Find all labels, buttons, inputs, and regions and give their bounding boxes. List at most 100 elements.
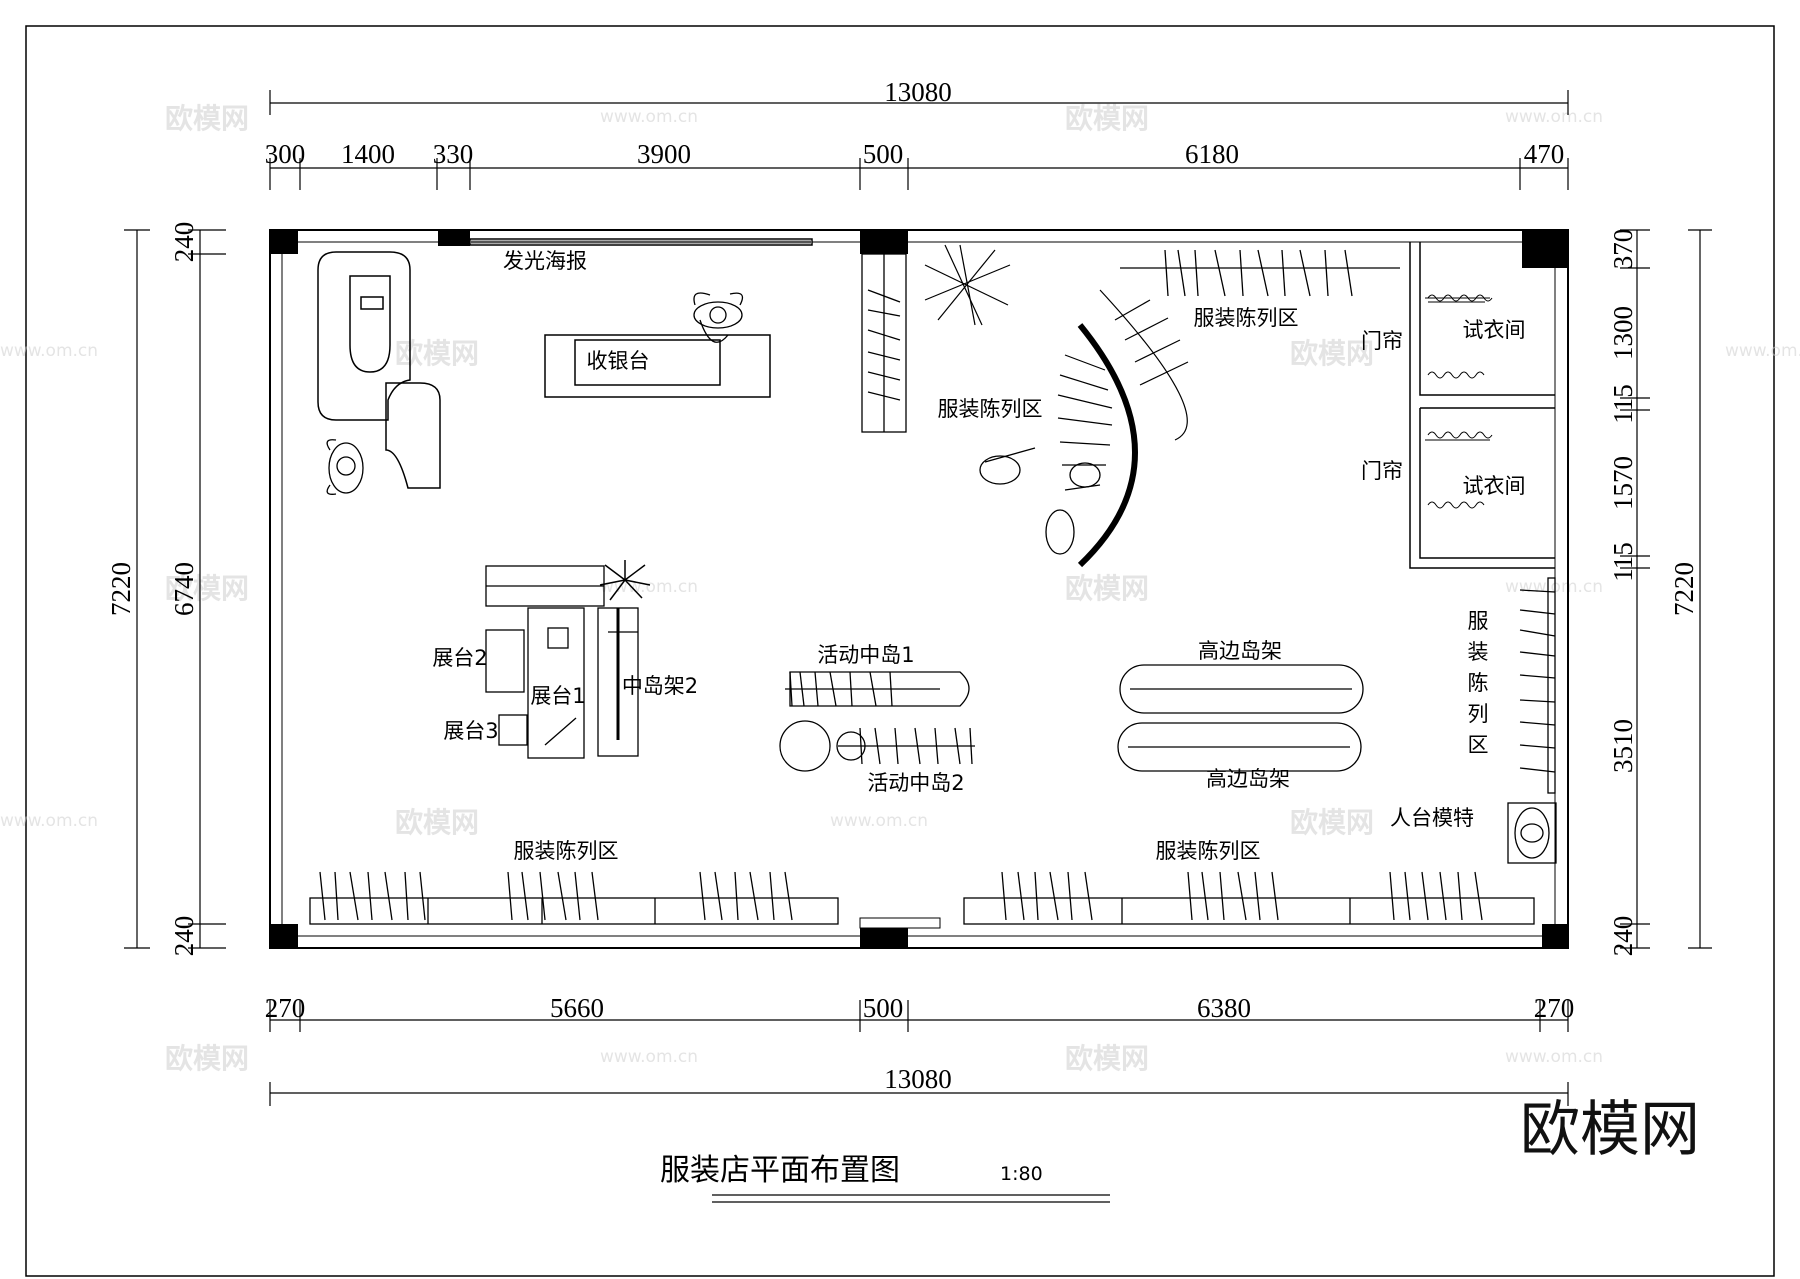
high-island-rack-1	[1119, 664, 1364, 714]
dim-top-seg: 470	[1524, 139, 1565, 169]
dimension-bottom	[269, 1000, 1569, 1106]
label-display-bottom-left: 服装陈列区	[514, 839, 619, 863]
drawing-scale: 1:80	[1000, 1163, 1043, 1185]
label-mobile-island-1: 活动中岛1	[817, 643, 914, 667]
column	[1542, 924, 1568, 948]
dim-bottom-seg: 270	[265, 993, 306, 1023]
label-platform-3: 展台3	[443, 719, 498, 743]
dim-bottom-seg: 6380	[1197, 993, 1251, 1023]
drawing-title: 服装店平面布置图	[660, 1153, 900, 1188]
watermark-text: 欧模网	[165, 572, 249, 605]
palm-plant-icon	[599, 560, 651, 601]
label-mobile-island-2: 活动中岛2	[867, 771, 964, 795]
watermark-url: www.om.cn	[0, 341, 98, 361]
watermark-text: 欧模网	[1065, 572, 1149, 605]
dim-bottom-seg: 5660	[550, 993, 604, 1023]
bottom-right-rack	[963, 871, 1535, 925]
curtain-icon	[1425, 431, 1493, 509]
dim-right-total: 7220	[1669, 562, 1699, 616]
mobile-island-2	[779, 720, 975, 772]
dim-right-seg: 1570	[1608, 456, 1638, 510]
watermark-url: www.om.cn	[600, 577, 698, 597]
dimension-left	[124, 229, 226, 949]
right-vertical-rack	[1519, 577, 1556, 794]
dim-left-seg: 240	[169, 916, 199, 957]
entrance-step	[859, 917, 941, 929]
label-fitting-2: 试衣间	[1463, 474, 1526, 498]
dim-left-seg: 6740	[169, 562, 199, 616]
column	[1522, 230, 1568, 268]
person-icon	[326, 439, 364, 495]
watermark-url: www.om.cn	[1505, 577, 1603, 597]
label-display-right-v: 服	[1468, 609, 1489, 633]
watermark-text: 欧模网	[395, 337, 479, 370]
column	[438, 230, 470, 246]
label-platform-1: 展台1	[530, 684, 585, 708]
column	[270, 230, 298, 254]
watermark-text: 欧模网	[1290, 337, 1374, 370]
label-mannequin: 人台模特	[1390, 806, 1474, 830]
label-fitting-1: 试衣间	[1463, 318, 1526, 342]
dim-bottom-total: 13080	[884, 1064, 952, 1094]
curtain-icon	[1425, 294, 1493, 379]
label-display-top-center: 服装陈列区	[938, 397, 1043, 421]
dim-right-seg: 115	[1608, 542, 1638, 582]
watermark-url: www.om.cn	[0, 811, 98, 831]
watermark-url: www.om.cn	[1725, 341, 1800, 361]
column	[270, 924, 298, 948]
dim-top-seg: 500	[863, 139, 904, 169]
label-cashier: 收银台	[587, 349, 650, 373]
label-display-right-v: 列	[1468, 702, 1489, 726]
label-mid-island-2: 中岛架2	[622, 674, 698, 698]
dim-top-seg: 6180	[1185, 139, 1239, 169]
mannequin-icon	[1507, 802, 1557, 864]
dim-right-seg: 115	[1608, 384, 1638, 424]
dim-top-total: 13080	[884, 77, 952, 107]
label-high-island-1: 高边岛架	[1198, 639, 1282, 663]
dimension-right	[1620, 229, 1712, 949]
mobile-island-1	[785, 671, 970, 707]
high-island-rack-2	[1117, 722, 1362, 772]
label-display-top-right: 服装陈列区	[1194, 306, 1299, 330]
dim-right-seg: 3510	[1608, 719, 1638, 773]
watermark-url: www.om.cn	[1505, 1047, 1603, 1067]
watermark-text: 欧模网	[165, 1042, 249, 1075]
curved-display-rack	[1057, 289, 1189, 568]
cashier-counter	[544, 334, 771, 398]
dim-right-seg: 370	[1608, 229, 1638, 270]
watermark-url: www.om.cn	[1505, 107, 1603, 127]
dim-bottom-seg: 270	[1534, 993, 1575, 1023]
watermark-text: 欧模网	[1065, 102, 1149, 135]
watermark-text: 欧模网	[1065, 1042, 1149, 1075]
watermarks: 欧模网 www.om.cn 欧模网 www.om.cn 欧模网 欧模网 www.…	[0, 102, 1800, 1075]
dim-top-seg: 1400	[341, 139, 395, 169]
bottom-left-rack	[309, 871, 839, 925]
platforms	[485, 565, 639, 759]
top-right-rack	[1120, 249, 1400, 297]
column	[860, 926, 908, 948]
person-icon	[693, 292, 744, 343]
watermark-text: 欧模网	[165, 102, 249, 135]
label-high-island-2: 高边岛架	[1206, 767, 1290, 791]
watermark-text: 欧模网	[395, 806, 479, 839]
watermark-url: www.om.cn	[600, 1047, 698, 1067]
column	[860, 230, 908, 254]
watermark-url: www.om.cn	[600, 107, 698, 127]
dimension-top	[269, 90, 1569, 190]
label-platform-2: 展台2	[432, 646, 487, 670]
drawing-border	[25, 25, 1775, 1277]
dim-top-seg: 3900	[637, 139, 691, 169]
label-curtain-2: 门帘	[1361, 459, 1403, 483]
watermark-text: 欧模网	[1290, 806, 1374, 839]
dim-right-seg: 1300	[1608, 306, 1638, 360]
dim-left-seg: 240	[169, 222, 199, 263]
person-icon	[979, 447, 1036, 485]
fitting-rooms	[1409, 242, 1555, 569]
dim-bottom-seg: 500	[863, 993, 904, 1023]
label-display-right-v: 区	[1468, 733, 1489, 757]
label-display-bottom-right: 服装陈列区	[1156, 839, 1261, 863]
label-display-right-v: 陈	[1468, 671, 1489, 695]
watermark-url: www.om.cn	[830, 811, 928, 831]
dim-right-seg: 240	[1608, 916, 1638, 957]
